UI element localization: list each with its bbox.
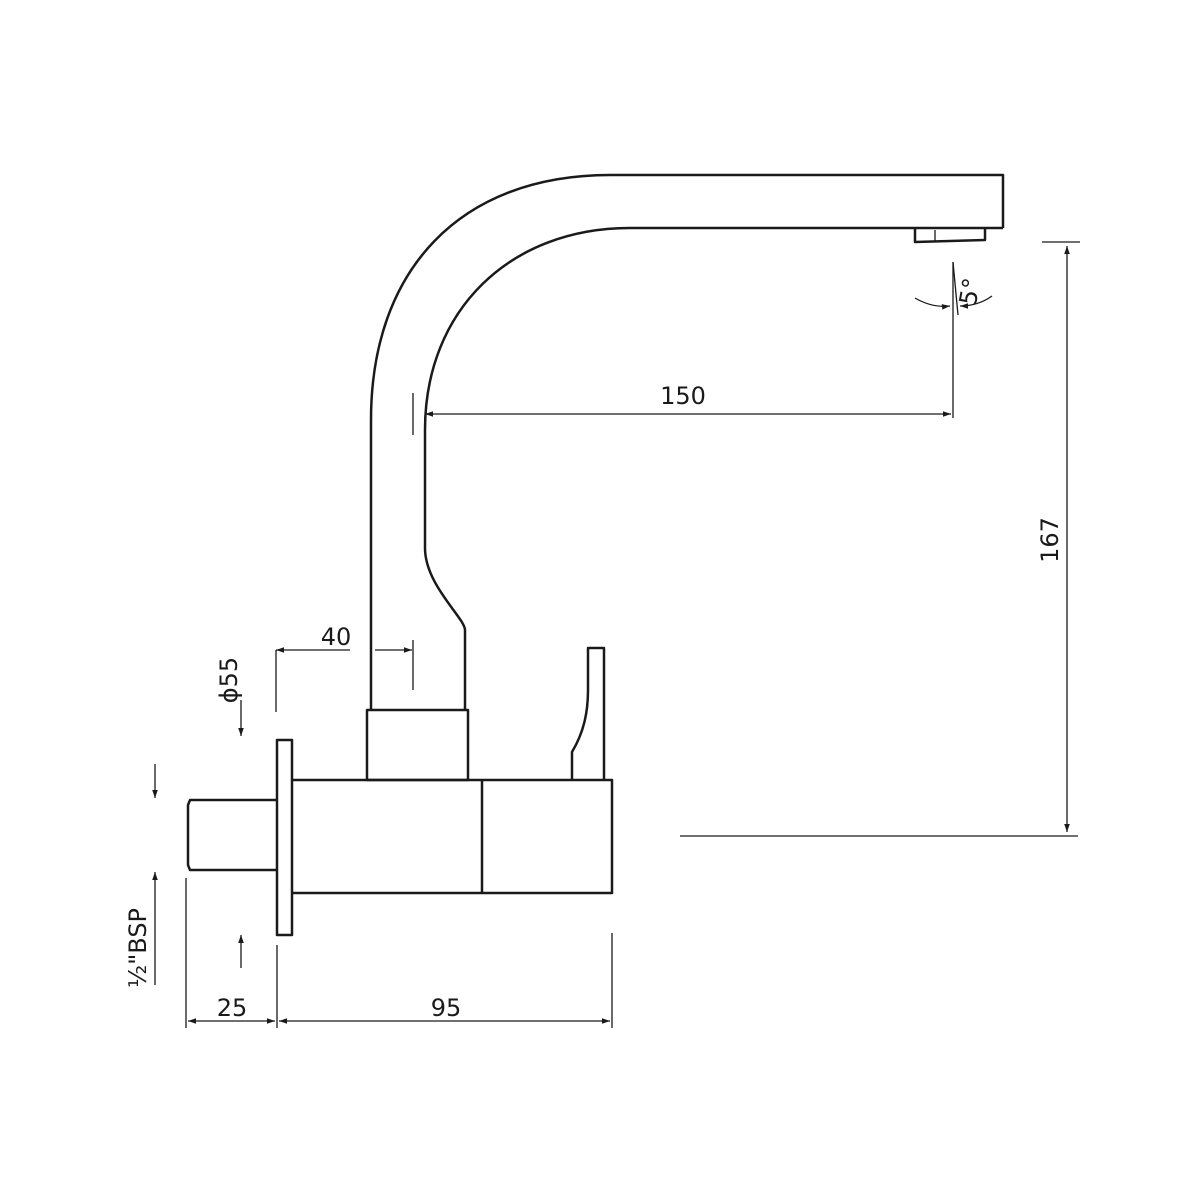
- thread-label: ½"BSP: [124, 908, 152, 988]
- stem-width-label: 40: [321, 623, 352, 651]
- stem-collar: [365, 708, 470, 782]
- tap-outline: [186, 173, 1078, 937]
- threaded-inlet: [186, 798, 277, 872]
- reach-label: 150: [660, 382, 706, 410]
- valve-body: [292, 778, 614, 895]
- base-diameter-label: ϕ55: [215, 657, 243, 703]
- bottom-dimensions: 25 95: [185, 878, 613, 1028]
- wall-flange: [275, 738, 294, 937]
- angle-dimension: 5°: [914, 261, 993, 316]
- inlet-length-label: 25: [217, 994, 248, 1022]
- thread-unit: "BSP: [124, 908, 152, 965]
- angle-label: 5°: [954, 276, 986, 308]
- base-diameter-dimension: ϕ55: [215, 650, 277, 968]
- thread-dimension: ½"BSP: [124, 764, 158, 988]
- height-label: 167: [1036, 517, 1064, 563]
- spout-inner-edge: [423, 226, 994, 710]
- reach-dimension: 150: [412, 262, 954, 435]
- thread-fraction: ½: [124, 965, 152, 988]
- height-dimension: 167: [1036, 241, 1080, 832]
- body-depth-label: 95: [431, 994, 462, 1022]
- stem-width-dimension: 40: [276, 623, 414, 690]
- aerator-nozzle: [913, 228, 987, 244]
- spout-outer-edge: [369, 173, 1005, 710]
- lever-handle: [570, 646, 606, 780]
